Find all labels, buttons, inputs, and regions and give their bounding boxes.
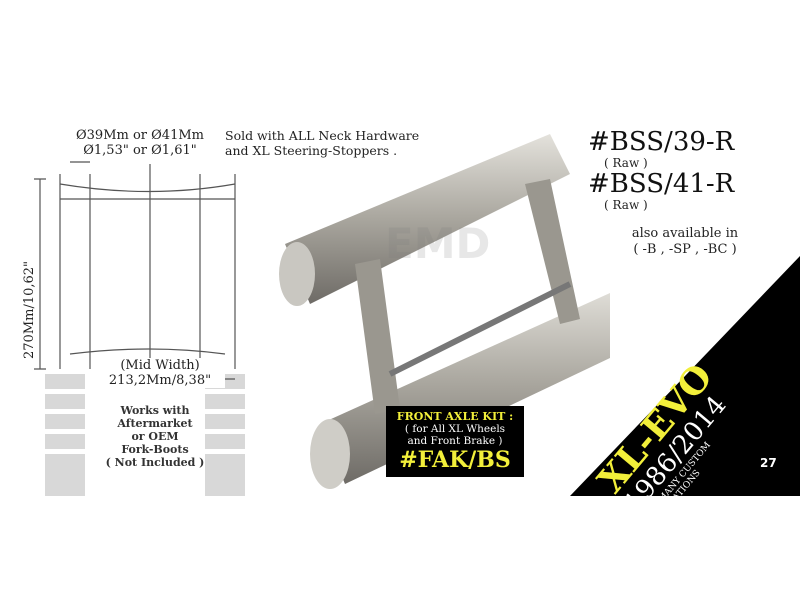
part-number-41: #BSS/41-R xyxy=(588,169,735,199)
finish-39: ( Raw ) xyxy=(604,156,648,170)
part-number-39: #BSS/39-R xyxy=(588,127,735,157)
finish-41: ( Raw ) xyxy=(604,198,648,212)
boots-line: ( Not Included ) xyxy=(105,456,205,469)
boots-line: Works with xyxy=(120,404,190,417)
page-number: 27 xyxy=(760,456,777,470)
watermark: EMD xyxy=(385,219,491,268)
boots-line: Aftermarket xyxy=(117,417,193,430)
mid-width-value: 213,2Mm/8,38" xyxy=(108,373,212,388)
hardware-note: and XL Steering-Stoppers . xyxy=(225,143,398,158)
axle-kit-desc: ( for All XL Wheels xyxy=(404,423,506,435)
catalog-page: 270Mm/10,62" Ø39Mm or Ø41Mm Ø1,53" or Ø1… xyxy=(0,104,800,496)
diameter-mm: Ø39Mm or Ø41Mm xyxy=(76,128,204,143)
availability-options: ( -B , -SP , -BC ) xyxy=(633,242,737,257)
boots-line: Fork-Boots xyxy=(121,443,189,456)
front-axle-kit-box: FRONT AXLE KIT : ( for All XL Wheels and… xyxy=(386,406,524,477)
axle-kit-part: #FAK/BS xyxy=(399,447,511,473)
mid-width-label: (Mid Width) xyxy=(120,358,200,373)
fork-boots-note: Works with Aftermarket or OEM Fork-Boots… xyxy=(100,404,210,469)
height-dimension: 270Mm/10,62" xyxy=(22,261,37,359)
diameter-in: Ø1,53" or Ø1,61" xyxy=(83,143,197,158)
hardware-note: Sold with ALL Neck Hardware xyxy=(225,128,420,143)
black-corner-banner xyxy=(570,256,800,496)
boots-line: or OEM xyxy=(131,430,179,443)
axle-kit-desc: and Front Brake ) xyxy=(407,435,503,447)
availability-label: also available in xyxy=(631,226,739,241)
fork-tree-drawing: 270Mm/10,62" xyxy=(22,161,245,496)
axle-kit-title: FRONT AXLE KIT : xyxy=(396,410,514,423)
